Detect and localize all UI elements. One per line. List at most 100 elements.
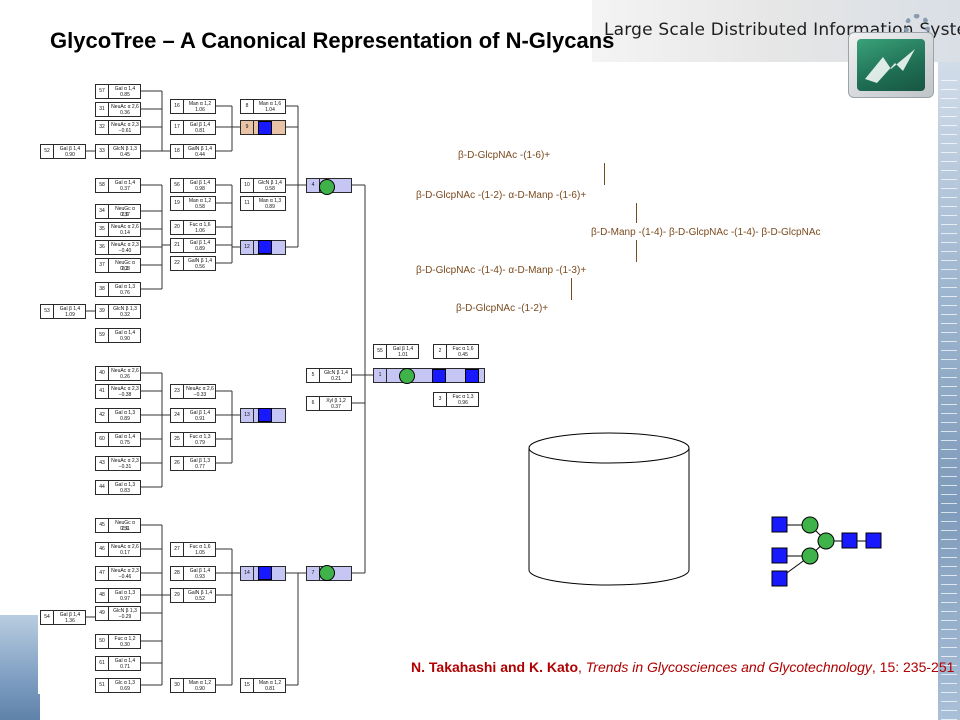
decoration-line (941, 539, 957, 540)
decoration-line (941, 404, 957, 405)
tree-node-number: 12 (241, 241, 254, 254)
tree-node-value: 0.85 (120, 92, 130, 98)
tree-node-number: 32 (96, 121, 109, 134)
tree-node-value: 0.81 (265, 686, 275, 692)
tree-node-label: Gal β 1,4 (189, 568, 211, 574)
tree-node-number: 29 (171, 589, 184, 602)
tree-node-value: 0.81 (195, 128, 205, 134)
citation-details: , 15: 235-251 (871, 659, 955, 675)
tree-node-number: 58 (96, 179, 109, 192)
tree-node-number: 53 (41, 305, 54, 318)
tree-node-value: 1.04 (265, 107, 275, 113)
tree-node-label: Glc α 1,3 (114, 680, 136, 686)
decoration-line (941, 134, 957, 135)
tree-node-label: Gal α 1,3 (114, 590, 136, 596)
decoration-line (941, 161, 957, 162)
tree-node-value: 0.83 (120, 488, 130, 494)
decoration-line (941, 368, 957, 369)
tree-node-label: NeuAc α 2,6 (186, 386, 214, 392)
database-cylinder-icon (528, 432, 690, 586)
tree-node-value: 0.30 (120, 642, 130, 648)
tree-node-label: Gal β 1,4 (59, 306, 81, 312)
logo-icon (857, 39, 925, 91)
tree-node-label: Xyl β 1,2 (326, 398, 346, 404)
tree-node-number: 45 (96, 519, 109, 532)
tree-node-number: 21 (171, 239, 184, 252)
tree-node-number: 15 (241, 679, 254, 692)
tree-node-value: 0.90 (120, 336, 130, 342)
decoration-line (941, 98, 957, 99)
decoration-line (941, 206, 957, 207)
decoration-line (941, 422, 957, 423)
decoration-line (941, 224, 957, 225)
decoration-line (941, 530, 957, 531)
tree-node-value: 0.37 (331, 404, 341, 410)
tree-node-label: Gal β 1,4 (189, 240, 211, 246)
tree-node-number: 34 (96, 205, 109, 218)
tree-node-number: 51 (96, 679, 109, 692)
tree-node-number: 25 (171, 433, 184, 446)
tree-node-label: Fuc α 1,3 (189, 434, 211, 440)
decoration-line (941, 296, 957, 297)
decoration-line (941, 341, 957, 342)
tree-node-label: NeuAc α 2,3 (111, 568, 139, 574)
tree-node-label: Gal α 1,4 (114, 86, 136, 92)
decoration-line (941, 251, 957, 252)
tree-node-number: 60 (96, 433, 109, 446)
tree-node-number: 39 (96, 305, 109, 318)
decoration-line (941, 701, 957, 702)
glcnac-square-icon (258, 408, 272, 422)
tree-node-label: Gal α 1,4 (114, 180, 136, 186)
tree-node-label: NeuGc α 2,6 (115, 206, 135, 218)
decoration-line (941, 458, 957, 459)
tree-node-number: 19 (171, 197, 184, 210)
decoration-line (941, 512, 957, 513)
decoration-line (941, 602, 957, 603)
tree-node-value: 0.93 (195, 574, 205, 580)
tree-node-number: 57 (96, 85, 109, 98)
tree-node-number: 3 (434, 393, 447, 406)
tree-node-number: 44 (96, 481, 109, 494)
decoration-line (941, 665, 957, 666)
decoration-line (941, 476, 957, 477)
tree-node-number: 23 (171, 385, 184, 398)
decoration-line (941, 575, 957, 576)
tree-node-label: NeuAc α 2,6 (111, 224, 139, 230)
tree-node-number: 41 (96, 385, 109, 398)
decoration-line (941, 107, 957, 108)
decoration-line (941, 197, 957, 198)
tree-node-value: 0.69 (120, 686, 130, 692)
tree-node-label: NeuAc α 2,3 (111, 242, 139, 248)
tree-node-number: 16 (171, 100, 184, 113)
tree-node-label: NeuAc α 2,6 (111, 368, 139, 374)
tree-node-number: 49 (96, 607, 109, 620)
decoration-line (941, 125, 957, 126)
decoration-line (941, 143, 957, 144)
tree-node-value: 0.14 (120, 230, 130, 236)
decoration-line (941, 278, 957, 279)
mannose-circle-icon (399, 368, 415, 384)
tree-node-value: 0.45 (458, 352, 468, 358)
decoration-line (941, 440, 957, 441)
tree-node-value: −0.40 (118, 248, 132, 254)
tree-node-value: 0.97 (120, 596, 130, 602)
tree-node-value: 1.36 (65, 618, 75, 624)
tree-node-value: 0.32 (120, 312, 130, 318)
decoration-line (941, 656, 957, 657)
